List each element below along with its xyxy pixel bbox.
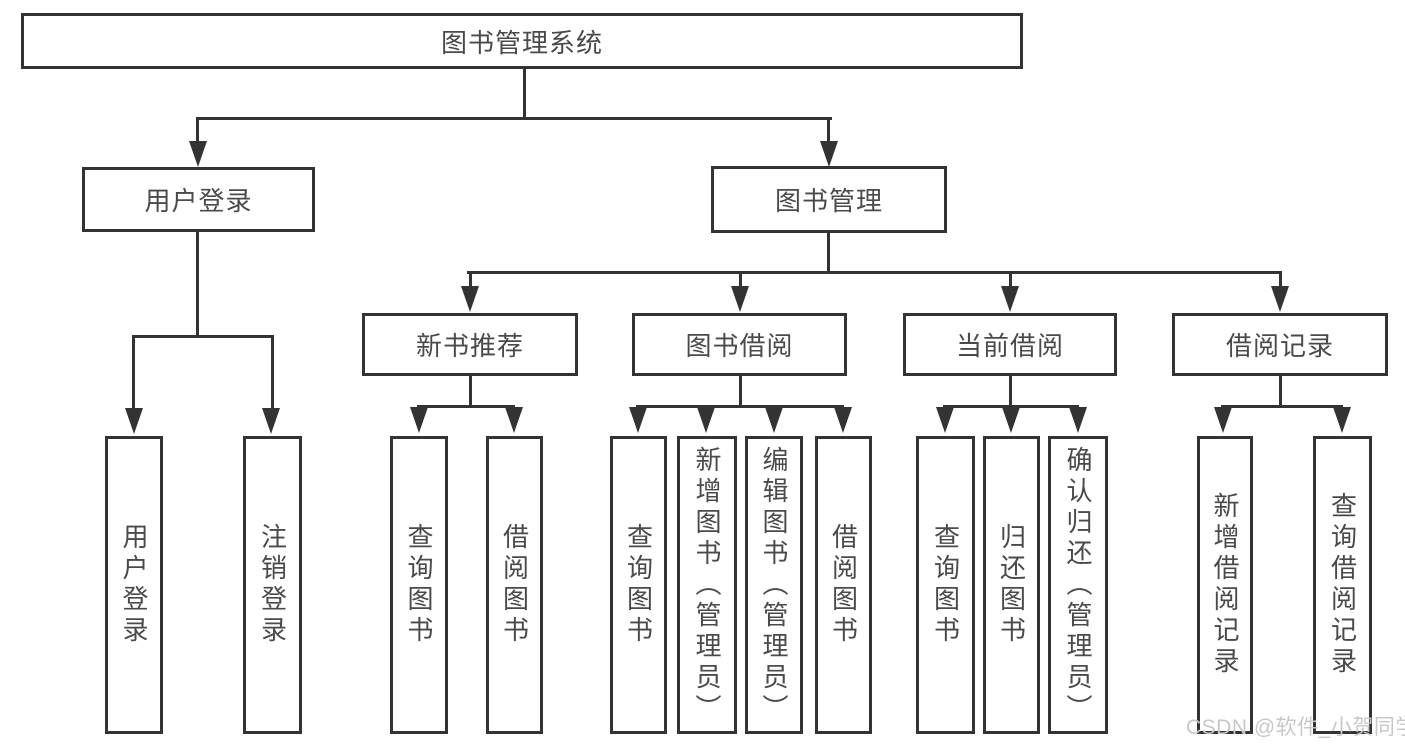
arrow-down-icon [1271, 286, 1289, 312]
connector-stem [739, 374, 742, 407]
arrow-down-icon [629, 407, 647, 433]
arrow-down-icon [125, 408, 143, 434]
leaf-borrow-books: 借阅图书 [815, 436, 872, 734]
leaf-borrow-books-recommend: 借阅图书 [486, 436, 543, 734]
arrow-down-icon [834, 407, 852, 433]
connector-stem [1009, 374, 1012, 407]
connector-leaf-stub [271, 335, 274, 409]
connector-level3-stub [469, 271, 472, 287]
arrow-down-icon [1001, 286, 1019, 312]
connector-level3-stub [1279, 271, 1282, 287]
arrow-down-icon [505, 407, 523, 433]
arrow-down-icon [461, 286, 479, 312]
connector-root-branch [196, 117, 832, 120]
connector-leaf-branch [636, 405, 844, 408]
node-library-system: 图书管理系统 [21, 13, 1023, 69]
connector-level3-stub [1009, 271, 1012, 287]
connector-leaf-branch [417, 405, 515, 408]
connector-stem [469, 374, 472, 407]
node-borrow-records: 借阅记录 [1172, 313, 1388, 376]
arrow-down-icon [936, 407, 954, 433]
connector-stem [1279, 374, 1282, 407]
connector-user-login-branch [132, 335, 274, 338]
node-book-borrow: 图书借阅 [632, 313, 847, 376]
arrow-down-icon [765, 407, 783, 433]
leaf-query-books-borrow: 查询图书 [610, 436, 667, 734]
leaf-user-login: 用户登录 [105, 436, 163, 734]
arrow-down-icon [410, 407, 428, 433]
arrow-down-icon [1333, 407, 1351, 433]
leaf-confirm-return-admin: 确认归还（管理员） [1048, 436, 1108, 734]
leaf-add-borrow-record: 新增借阅记录 [1197, 436, 1253, 734]
leaf-query-borrow-record: 查询借阅记录 [1313, 436, 1372, 734]
arrow-down-icon [1002, 407, 1020, 433]
connector-book-mgmt-stem [827, 231, 830, 273]
arrow-down-icon [1069, 407, 1087, 433]
arrow-down-icon [262, 408, 280, 434]
leaf-return-books: 归还图书 [983, 436, 1040, 734]
connector-user-login-stem [196, 231, 199, 337]
node-user-login: 用户登录 [82, 167, 315, 232]
node-new-book-recommend: 新书推荐 [362, 313, 578, 376]
leaf-add-books-admin: 新增图书（管理员） [677, 436, 737, 734]
leaf-edit-books-admin: 编辑图书（管理员） [745, 436, 803, 734]
arrow-down-icon [731, 286, 749, 312]
arrow-down-icon [1214, 407, 1232, 433]
connector-book-mgmt-stub [827, 117, 830, 143]
connector-leaf-branch [1221, 405, 1343, 408]
connector-level3-stub [739, 271, 742, 287]
connector-book-mgmt-branch [467, 271, 1281, 274]
leaf-logout: 注销登录 [243, 436, 302, 734]
node-current-borrow: 当前借阅 [903, 313, 1117, 376]
leaf-query-books-recommend: 查询图书 [390, 436, 448, 734]
connector-user-login-stub [196, 117, 199, 143]
connector-leaf-branch [943, 405, 1079, 408]
arrow-down-icon [820, 141, 838, 167]
leaf-query-books-current: 查询图书 [916, 436, 975, 734]
arrow-down-icon [189, 141, 207, 167]
connector-leaf-stub [132, 335, 135, 409]
csdn-watermark: CSDN @软件_小贺同学 [1186, 716, 1405, 739]
connector-root-stem [523, 68, 526, 117]
arrow-down-icon [697, 407, 715, 433]
node-book-management: 图书管理 [711, 166, 947, 233]
